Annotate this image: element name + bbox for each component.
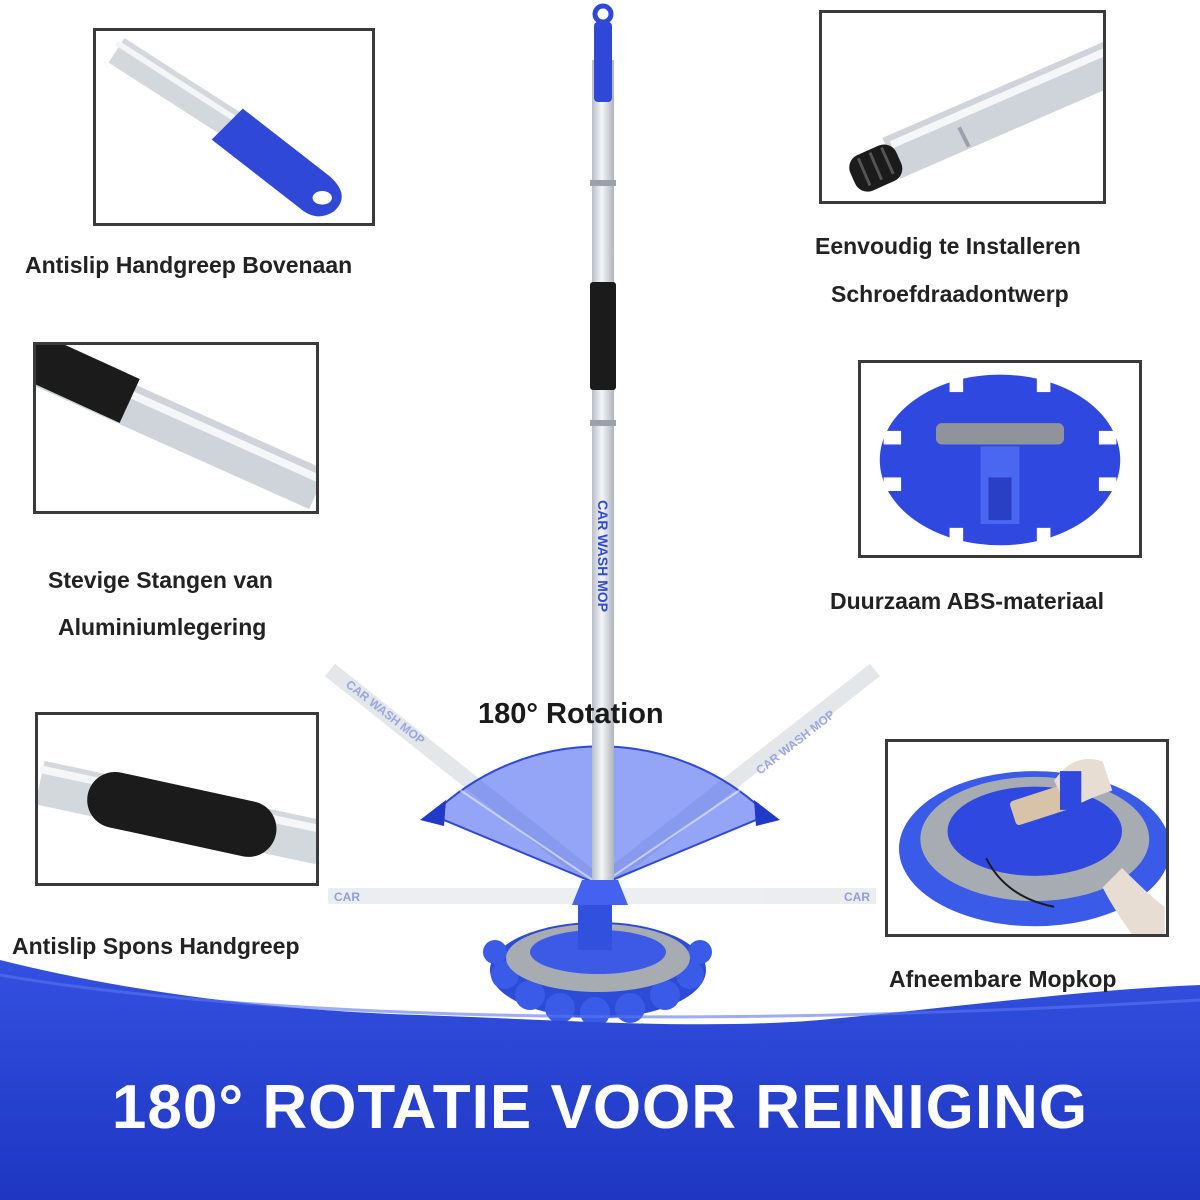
label-mid-left-1: Stevige Stangen van: [48, 567, 273, 593]
rod-illustration: [36, 345, 316, 510]
arrow-right-icon: [754, 800, 780, 826]
label-bottom-right: Afneembare Mopkop: [889, 966, 1117, 992]
panel-aluminium-rod: [33, 342, 319, 514]
label-mid-right: Duurzaam ABS-materiaal: [830, 588, 1104, 614]
arrow-left-icon: [420, 800, 446, 826]
panel-sponge-grip: [35, 712, 319, 886]
label-bottom-left: Antislip Spons Handgreep: [12, 933, 300, 959]
rotation-label: 180° Rotation: [478, 698, 664, 730]
panel-top-grip: [93, 28, 375, 226]
label-top-right-2: Schroefdraadontwerp: [831, 281, 1069, 307]
svg-text:CAR WASH MOP: CAR WASH MOP: [343, 677, 427, 747]
sponge-grip-illustration: [38, 760, 316, 865]
banner-wave: [0, 960, 1200, 1200]
main-pole: CAR WASH MOP: [590, 3, 616, 890]
banner-title: 180° ROTATIE VOOR REINIGING: [111, 1073, 1089, 1142]
svg-text:CAR: CAR: [334, 890, 360, 904]
top-grip-illustration: [97, 31, 371, 223]
detachable-head-illustration: [899, 758, 1166, 934]
abs-base-illustration: [879, 374, 1121, 546]
panel-abs-material: [858, 360, 1142, 558]
label-top-right-1: Eenvoudig te Installeren: [815, 233, 1081, 259]
panel-detachable-head: [885, 739, 1169, 937]
screw-thread-illustration: [849, 42, 1103, 192]
svg-text:CAR WASH MOP: CAR WASH MOP: [595, 500, 611, 612]
svg-text:CAR WASH MOP: CAR WASH MOP: [753, 707, 837, 777]
panel-screw-thread: [819, 10, 1106, 204]
svg-text:CAR: CAR: [844, 890, 870, 904]
label-top-left: Antislip Handgreep Bovenaan: [25, 252, 353, 278]
label-mid-left-2: Aluminiumlegering: [58, 614, 267, 640]
